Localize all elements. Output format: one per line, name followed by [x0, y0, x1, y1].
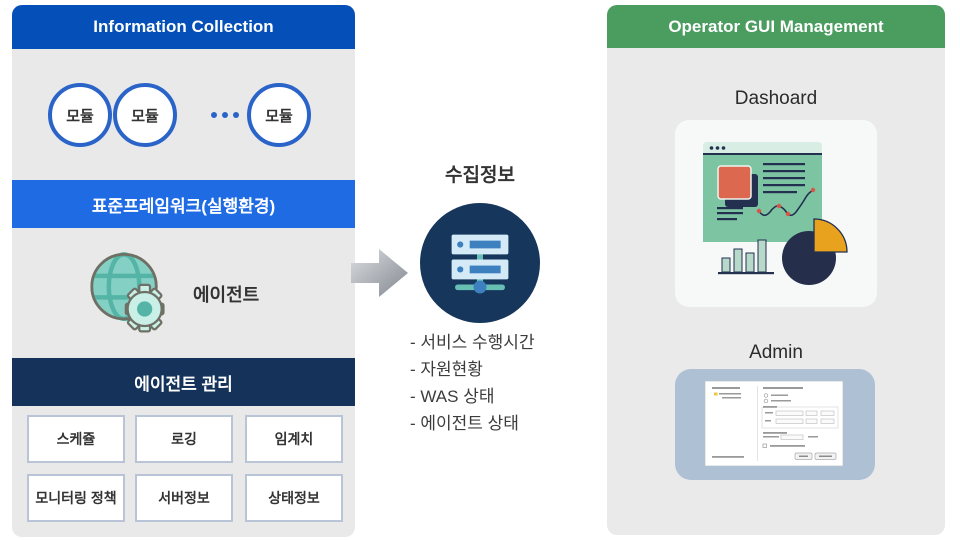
management-box-logging: 로깅 [135, 415, 233, 463]
framework-bar-label: 표준프레임워크(실행환경) [91, 196, 276, 216]
dashboard-label: Dashoard [734, 88, 818, 109]
management-box-status-info: 상태정보 [245, 474, 343, 522]
management-box-schedule: 스케쥴 [27, 415, 125, 463]
operator-gui-header: Operator GUI Management [607, 5, 945, 48]
information-collection-header: Information Collection [12, 5, 355, 49]
right-arrow-icon [351, 244, 411, 307]
module-label: 모듈 [131, 107, 159, 125]
agent-label: 에이전트 [193, 285, 260, 305]
admin-panel-background [675, 369, 875, 480]
agent-management-bar: 에이전트 관리 [12, 358, 355, 406]
list-item: - 자원현황 [410, 360, 483, 379]
globe-gear-icon [88, 249, 178, 340]
admin-dialog-illustration [704, 380, 844, 471]
framework-bar: 표준프레임워크(실행환경) [12, 180, 355, 228]
collected-info-title: 수집정보 [445, 165, 515, 186]
management-box-monitoring-policy: 모니터링 정책 [27, 474, 125, 522]
information-collection-title: Information Collection [93, 17, 274, 36]
operator-gui-title: Operator GUI Management [668, 16, 884, 36]
agent-management-label: 에이전트 관리 [134, 374, 233, 394]
admin-label: Admin [749, 342, 803, 363]
management-box-server-info: 서버정보 [135, 474, 233, 522]
module-circle-3: 모듈 [247, 83, 311, 147]
dashboard-illustration [675, 120, 877, 307]
list-item: - WAS 상태 [410, 387, 495, 406]
management-box-threshold: 임계치 [245, 415, 343, 463]
server-icon [420, 203, 540, 323]
module-circle-1: 모듈 [48, 83, 112, 147]
list-item: - 에이전트 상태 [410, 414, 519, 433]
module-label: 모듈 [265, 107, 293, 125]
operator-gui-panel: Operator GUI Management Dashoard [607, 5, 945, 535]
ellipsis-dots-icon [211, 112, 239, 118]
list-item: - 서비스 수행시간 [410, 333, 535, 352]
module-label: 모듈 [66, 107, 94, 125]
module-circle-2: 모듈 [113, 83, 177, 147]
collected-info-list: - 서비스 수행시간 - 자원현황 - WAS 상태 - 에이전트 상태 [410, 329, 535, 437]
information-collection-panel: Information Collection 모듈 모듈 모듈 표준프레임워크(… [12, 5, 355, 537]
